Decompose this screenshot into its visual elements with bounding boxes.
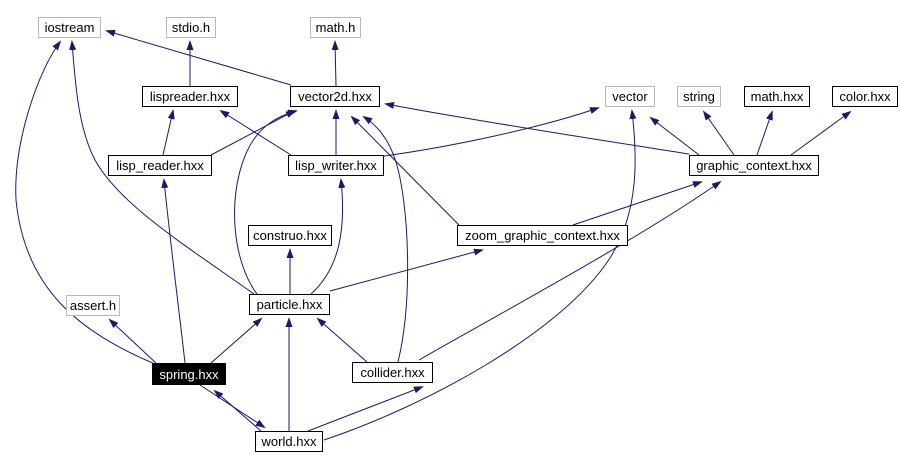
edge-lisp-writer-hxx-to-lispreader-hxx	[219, 109, 292, 156]
node-vector2d-hxx[interactable]: vector2d.hxx	[290, 86, 380, 107]
edge-graphic-context-hxx-to-math-hxx	[756, 110, 773, 156]
edge-spring-hxx-to-lisp-reader-hxx	[161, 178, 186, 364]
edge-lisp-reader-hxx-to-vector2d-hxx	[210, 110, 296, 156]
node-math-h[interactable]: math.h	[310, 17, 361, 38]
node-color-hxx[interactable]: color.hxx	[832, 86, 898, 107]
edge-zoom-graphic-context-hxx-to-vector2d-hxx	[350, 115, 460, 226]
edge-world-hxx-to-spring-hxx	[213, 389, 262, 432]
node-particle-hxx[interactable]: particle.hxx	[249, 294, 330, 315]
edge-collider-hxx-to-vector2d-hxx	[362, 115, 409, 363]
edge-collider-hxx-to-particle-hxx	[316, 317, 368, 363]
edge-particle-hxx-to-lisp-writer-hxx	[310, 178, 346, 295]
edge-vector2d-hxx-to-math-h	[331, 40, 339, 87]
edge-world-hxx-to-collider-hxx	[307, 386, 424, 432]
edge-particle-hxx-to-vector2d-hxx	[234, 109, 298, 295]
edge-lisp-reader-hxx-to-lispreader-hxx	[162, 109, 175, 156]
edge-graphic-context-hxx-to-vector2d-hxx	[384, 102, 690, 155]
node-graphic-context-hxx[interactable]: graphic_context.hxx	[689, 155, 819, 176]
node-math-hxx[interactable]: math.hxx	[744, 86, 810, 107]
edge-world-hxx-to-vector	[323, 109, 637, 441]
node-lisp-reader-hxx[interactable]: lisp_reader.hxx	[108, 155, 212, 176]
edge-particle-hxx-to-zoom-graphic-context-hxx	[329, 248, 484, 292]
edge-graphic-context-hxx-to-string	[702, 110, 735, 156]
edge-vector2d-hxx-to-iostream	[105, 29, 292, 86]
edge-collider-hxx-to-graphic-context-hxx	[418, 180, 722, 361]
node-vector[interactable]: vector	[605, 86, 655, 107]
node-world-hxx[interactable]: world.hxx	[255, 431, 323, 452]
node-collider-hxx[interactable]: collider.hxx	[352, 362, 433, 383]
edge-spring-hxx-to-iostream	[15, 40, 156, 365]
node-string[interactable]: string	[677, 86, 721, 107]
edge-graphic-context-hxx-to-color-hxx	[790, 110, 852, 156]
node-construo-hxx[interactable]: construo.hxx	[248, 225, 332, 246]
edge-zoom-graphic-context-hxx-to-graphic-context-hxx	[572, 181, 703, 226]
node-stdio-h[interactable]: stdio.h	[166, 17, 216, 38]
edge-group	[15, 29, 852, 441]
node-assert-h[interactable]: assert.h	[66, 295, 120, 316]
edge-lisp-writer-hxx-to-vector	[383, 107, 600, 157]
node-lispreader-hxx[interactable]: lispreader.hxx	[142, 86, 238, 107]
node-lisp-writer-hxx[interactable]: lisp_writer.hxx	[288, 155, 384, 176]
edge-graphic-context-hxx-to-vector	[649, 116, 700, 156]
edge-particle-hxx-to-iostream	[69, 40, 255, 295]
node-iostream[interactable]: iostream	[38, 17, 101, 38]
edge-spring-hxx-to-assert-h	[108, 318, 157, 364]
edge-spring-hxx-to-particle-hxx	[210, 317, 263, 364]
node-zoom-graphic-context-hxx[interactable]: zoom_graphic_context.hxx	[457, 225, 628, 246]
node-spring-hxx[interactable]: spring.hxx	[152, 363, 226, 385]
